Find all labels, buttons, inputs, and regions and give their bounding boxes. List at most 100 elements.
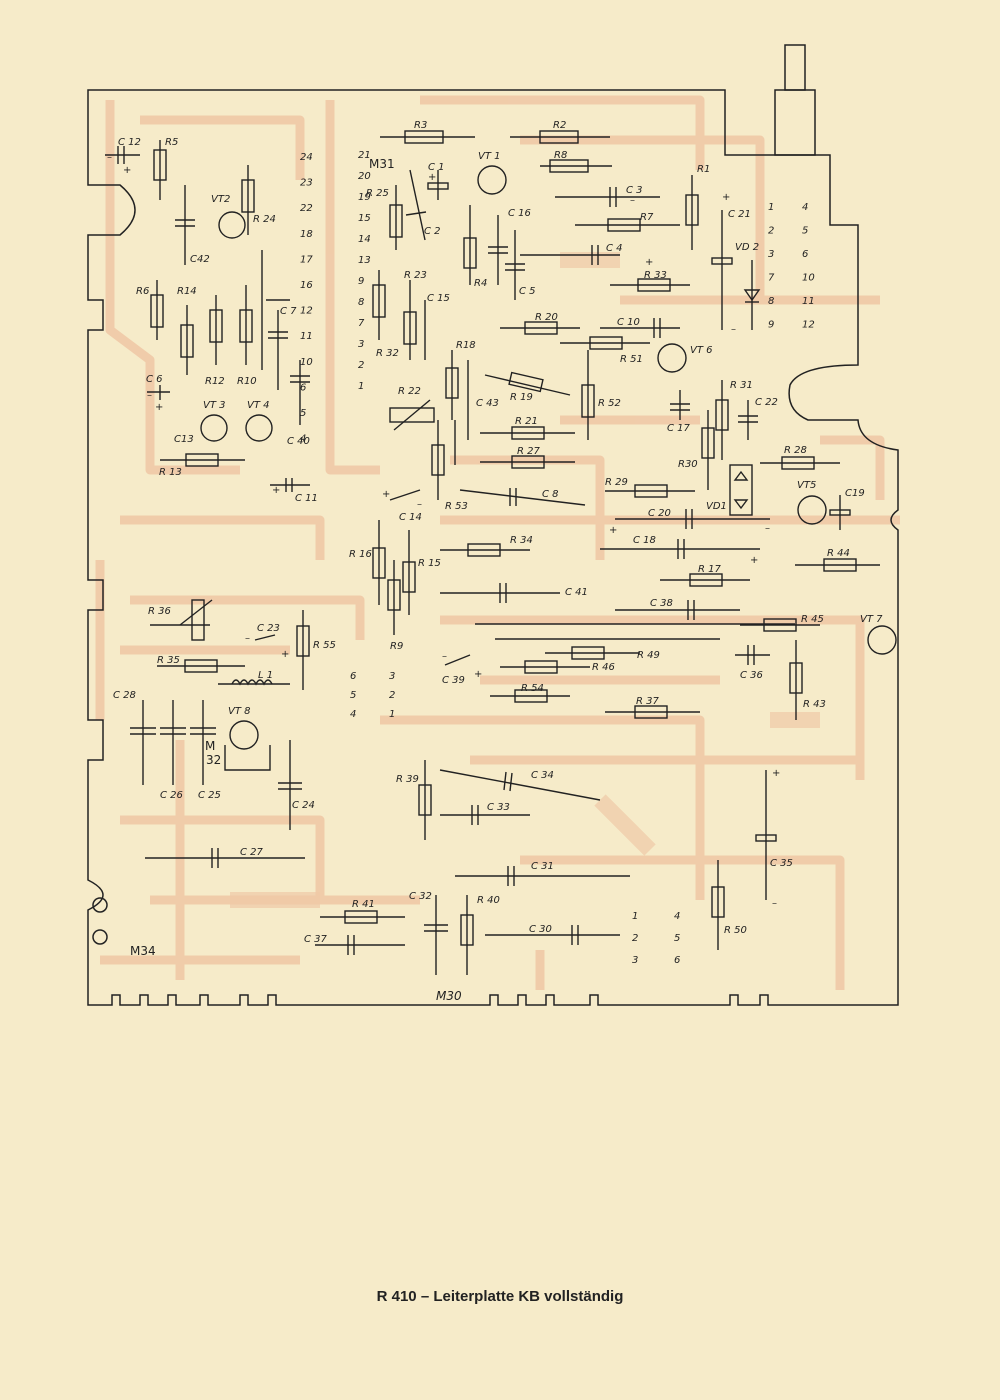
- polarity-minus: –: [417, 499, 422, 510]
- pin-number-connector-left: 17: [300, 254, 313, 265]
- pin-number-bottom-a: 2: [632, 933, 638, 944]
- label-c13: C13: [174, 434, 194, 445]
- label-vd2: VD 2: [735, 242, 759, 253]
- label-r40: R 40: [477, 895, 500, 906]
- label-c24: C 24: [292, 800, 315, 811]
- polarity-minus: –: [772, 898, 777, 909]
- label-c7: C 7: [280, 306, 297, 317]
- label-r54: R 54: [521, 683, 544, 694]
- pin-number-connector-mid: 13: [358, 255, 371, 266]
- label-r24: R 24: [253, 214, 276, 225]
- label-r18: R18: [456, 340, 476, 351]
- label-r35: R 35: [157, 655, 180, 666]
- polarity-plus: +: [428, 172, 436, 183]
- pin-number-connector-mid: 9: [358, 276, 364, 287]
- marker-m31: M31: [369, 157, 395, 171]
- label-c36: C 36: [740, 670, 763, 681]
- pin-number-connector-left: 4: [300, 434, 306, 445]
- label-r41: R 41: [352, 899, 375, 910]
- label-r3: R3: [414, 120, 427, 131]
- label-c30: C 30: [529, 924, 552, 935]
- label-r55: R 55: [313, 640, 336, 651]
- label-r27: R 27: [517, 446, 540, 457]
- polarity-plus: +: [772, 768, 780, 779]
- label-r4: R4: [474, 278, 487, 289]
- polarity-minus: –: [630, 195, 635, 206]
- label-c6: C 6: [146, 374, 163, 385]
- pin-number-connector-left: 10: [300, 357, 313, 368]
- pin-number-connector-left: 18: [300, 229, 313, 240]
- label-r19: R 19: [510, 392, 533, 403]
- polarity-plus: +: [474, 669, 482, 680]
- pin-number-connector-right-b: 10: [802, 273, 815, 284]
- label-vt5: VT5: [797, 480, 816, 491]
- label-r20: R 20: [535, 312, 558, 323]
- label-c3: C 3: [626, 185, 643, 196]
- label-r36: R 36: [148, 606, 171, 617]
- polarity-plus: +: [750, 555, 758, 566]
- polarity-plus: +: [155, 402, 163, 413]
- marker-m34: M34: [130, 944, 156, 958]
- label-c37: C 37: [304, 934, 328, 945]
- polarity-minus: –: [442, 651, 447, 662]
- label-c15: C 15: [427, 293, 450, 304]
- label-r53: R 53: [445, 501, 468, 512]
- polarity-minus: –: [731, 324, 736, 335]
- label-r32: R 32: [376, 348, 399, 359]
- polarity-plus: +: [281, 649, 289, 660]
- pin-number-connector-mid: 8: [358, 297, 364, 308]
- label-r25: R 25: [366, 188, 389, 199]
- label-c38: C 38: [650, 598, 673, 609]
- polarity-plus: +: [123, 165, 131, 176]
- label-c8: C 8: [542, 489, 559, 500]
- label-c22: C 22: [755, 397, 778, 408]
- label-c40: C 40: [287, 436, 310, 447]
- board-outline: [87, 89, 899, 1006]
- label-c10: C 10: [617, 317, 640, 328]
- pin-number-lower-left-a: 6: [350, 671, 356, 682]
- pin-number-connector-right-a: 7: [768, 273, 775, 284]
- copper-traces-wide: [230, 252, 820, 908]
- antenna-socket: [774, 44, 816, 156]
- pin-number-connector-right-b: 5: [802, 226, 808, 237]
- polarity-minus: –: [245, 633, 250, 644]
- pin-number-bottom-a: 1: [632, 911, 638, 922]
- label-c35: C 35: [770, 858, 793, 869]
- label-c41: C 41: [565, 587, 588, 598]
- label-c20: C 20: [648, 508, 671, 519]
- pin-number-bottom-b: 6: [674, 955, 680, 966]
- label-vt7: VT 7: [860, 614, 883, 625]
- label-r9: R9: [390, 641, 403, 652]
- pin-number-lower-left-a: 5: [350, 690, 356, 701]
- pin-number-connector-mid: 3: [358, 339, 364, 350]
- label-r39: R 39: [396, 774, 419, 785]
- label-c28: C 28: [113, 690, 136, 701]
- pin-number-connector-right-b: 4: [802, 202, 808, 213]
- label-c2: C 2: [424, 226, 441, 237]
- label-r43: R 43: [803, 699, 826, 710]
- pin-number-bottom-b: 4: [674, 911, 680, 922]
- polarity-minus: –: [107, 152, 112, 163]
- label-r10: R10: [237, 376, 257, 387]
- label-c19: C19: [845, 488, 865, 499]
- pin-number-connector-right-a: 1: [768, 202, 774, 213]
- label-c26: C 26: [160, 790, 183, 801]
- component-symbols: [105, 130, 897, 975]
- label-vt1: VT 1: [478, 151, 501, 162]
- label-vt3: VT 3: [203, 400, 226, 411]
- label-c1: C 1: [428, 162, 445, 173]
- polarity-plus: +: [272, 485, 280, 496]
- mounting-holes: [92, 897, 108, 945]
- pin-number-connector-right-a: 8: [768, 296, 774, 307]
- pin-number-connector-left: 6: [300, 382, 306, 393]
- label-c16: C 16: [508, 208, 531, 219]
- label-r13: R 13: [159, 467, 182, 478]
- pin-number-bottom-a: 3: [632, 955, 638, 966]
- label-r50: R 50: [724, 925, 747, 936]
- marker-m32-a: M: [205, 739, 215, 753]
- pin-number-connector-mid: 19: [358, 192, 371, 203]
- pin-number-connector-mid: 20: [358, 171, 371, 182]
- label-c34: C 34: [531, 770, 554, 781]
- pin-number-connector-right-a: 2: [768, 226, 774, 237]
